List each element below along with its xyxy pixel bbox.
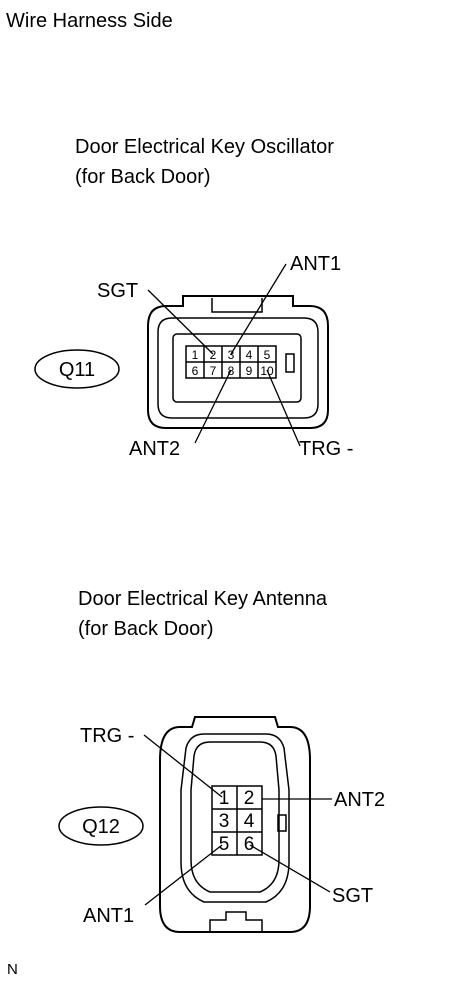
q12-pin-2: 2 <box>244 788 255 809</box>
q11-pin-7: 7 <box>210 364 217 378</box>
q11-label-ant1: ANT1 <box>290 253 341 275</box>
q11-id-label: Q11 <box>59 359 95 381</box>
q11-sgt-leader <box>147 289 214 355</box>
q12-pin-grid: 1 2 3 4 5 6 <box>211 785 263 856</box>
q12-label-sgt: SGT <box>332 885 373 907</box>
q12-housing <box>159 716 311 933</box>
q12-trg-leader <box>143 734 223 798</box>
q12-pin-5: 5 <box>219 834 230 855</box>
q11-label-trg: TRG - <box>299 438 353 460</box>
q12-pin-6: 6 <box>244 834 255 855</box>
connector-q11: Door Electrical Key Oscillator (for Back… <box>34 136 353 460</box>
q12-ant1-leader <box>144 844 223 906</box>
q11-pin-4: 4 <box>246 348 253 362</box>
q11-trg-leader <box>266 369 301 447</box>
q11-pin-grid: 1 2 3 4 5 6 7 8 9 10 <box>185 345 277 379</box>
q12-id-label: Q12 <box>82 816 120 838</box>
q11-title-line2: (for Back Door) <box>75 166 211 188</box>
connector-q12: Door Electrical Key Antenna (for Back Do… <box>58 588 385 933</box>
q12-pin-3: 3 <box>219 811 230 832</box>
q12-title-line2: (for Back Door) <box>78 618 214 640</box>
q12-label-trg: TRG - <box>80 725 134 747</box>
q11-ant2-leader <box>194 369 232 444</box>
footer-mark: N <box>7 961 18 978</box>
q11-id-oval <box>34 349 120 389</box>
q11-label-sgt: SGT <box>97 280 138 302</box>
q11-title-line1: Door Electrical Key Oscillator <box>75 136 334 158</box>
q12-id-oval <box>58 806 144 846</box>
q12-pin-4: 4 <box>244 811 255 832</box>
q12-sgt-leader <box>249 844 331 893</box>
page-title: Wire Harness Side <box>6 10 173 32</box>
q11-housing <box>147 295 329 429</box>
q12-title-line1: Door Electrical Key Antenna <box>78 588 328 610</box>
q11-ant1-leader <box>230 263 287 355</box>
q11-pin-9: 9 <box>246 364 253 378</box>
q11-pin-5: 5 <box>264 348 271 362</box>
q11-pin-2: 2 <box>210 348 217 362</box>
q12-pin-1: 1 <box>219 788 230 809</box>
q11-pin-6: 6 <box>192 364 199 378</box>
q11-label-ant2: ANT2 <box>129 438 180 460</box>
q12-label-ant2: ANT2 <box>334 789 385 811</box>
q12-label-ant1: ANT1 <box>83 905 134 927</box>
q11-pin-1: 1 <box>192 348 199 362</box>
q11-pin-3: 3 <box>228 348 235 362</box>
